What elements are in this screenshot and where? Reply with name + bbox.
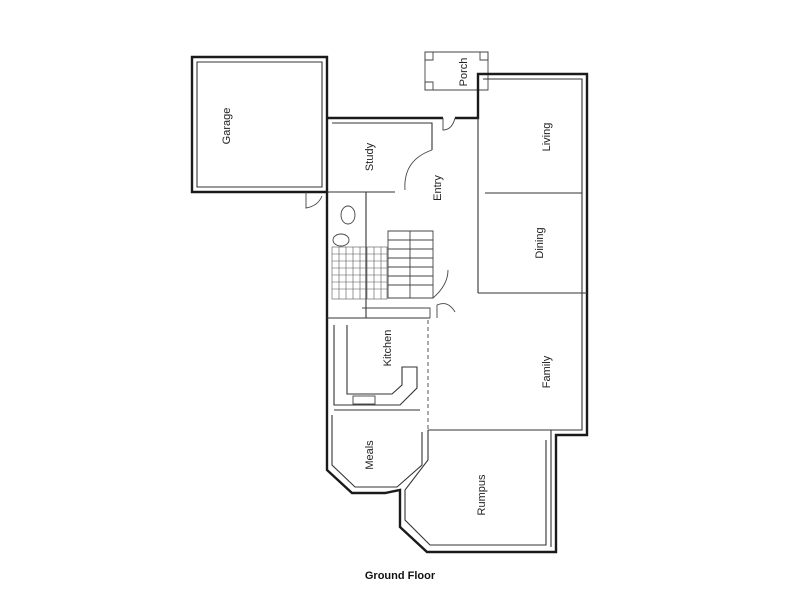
toilet [340, 205, 356, 225]
kitchen-label: Kitchen [382, 330, 394, 367]
laundry-tile-grid [332, 247, 387, 299]
garage-label: Garage [221, 108, 233, 145]
meals-wall [331, 415, 423, 488]
rumpus-wall [404, 430, 547, 546]
living-label: Living [541, 123, 553, 152]
interior-walls [305, 117, 587, 546]
meals-label: Meals [364, 440, 376, 470]
house-outline [325, 72, 589, 554]
stair-outline [387, 230, 434, 299]
exterior-walls [190, 51, 589, 554]
pantry-door [436, 303, 456, 318]
porch-outline [424, 51, 489, 91]
laundry-tiles [331, 246, 388, 300]
dining-label: Dining [534, 227, 546, 258]
kitchen-sink [352, 395, 376, 405]
study-label: Study [364, 142, 376, 171]
room-labels: Garage Porch Study Entry Living Dining K… [221, 58, 553, 516]
porch-label: Porch [458, 58, 470, 87]
entry-door-swing [442, 117, 456, 131]
basin [332, 233, 350, 247]
plan-caption: Ground Floor [364, 570, 436, 582]
study-wall [332, 122, 433, 150]
garage-door-swing [305, 192, 323, 209]
rumpus-label: Rumpus [476, 474, 488, 515]
kitchen-bench [333, 325, 418, 406]
stair-door-swing [432, 269, 449, 299]
porch-posts [424, 51, 489, 91]
cupboards [362, 307, 431, 318]
house-inner-outline [483, 78, 583, 547]
garage-inner-wall [196, 61, 323, 188]
entry-label: Entry [432, 175, 444, 201]
stair-treads [388, 231, 433, 298]
garage-wall [190, 55, 329, 194]
family-label: Family [541, 355, 553, 388]
study-door-swing [404, 149, 433, 191]
